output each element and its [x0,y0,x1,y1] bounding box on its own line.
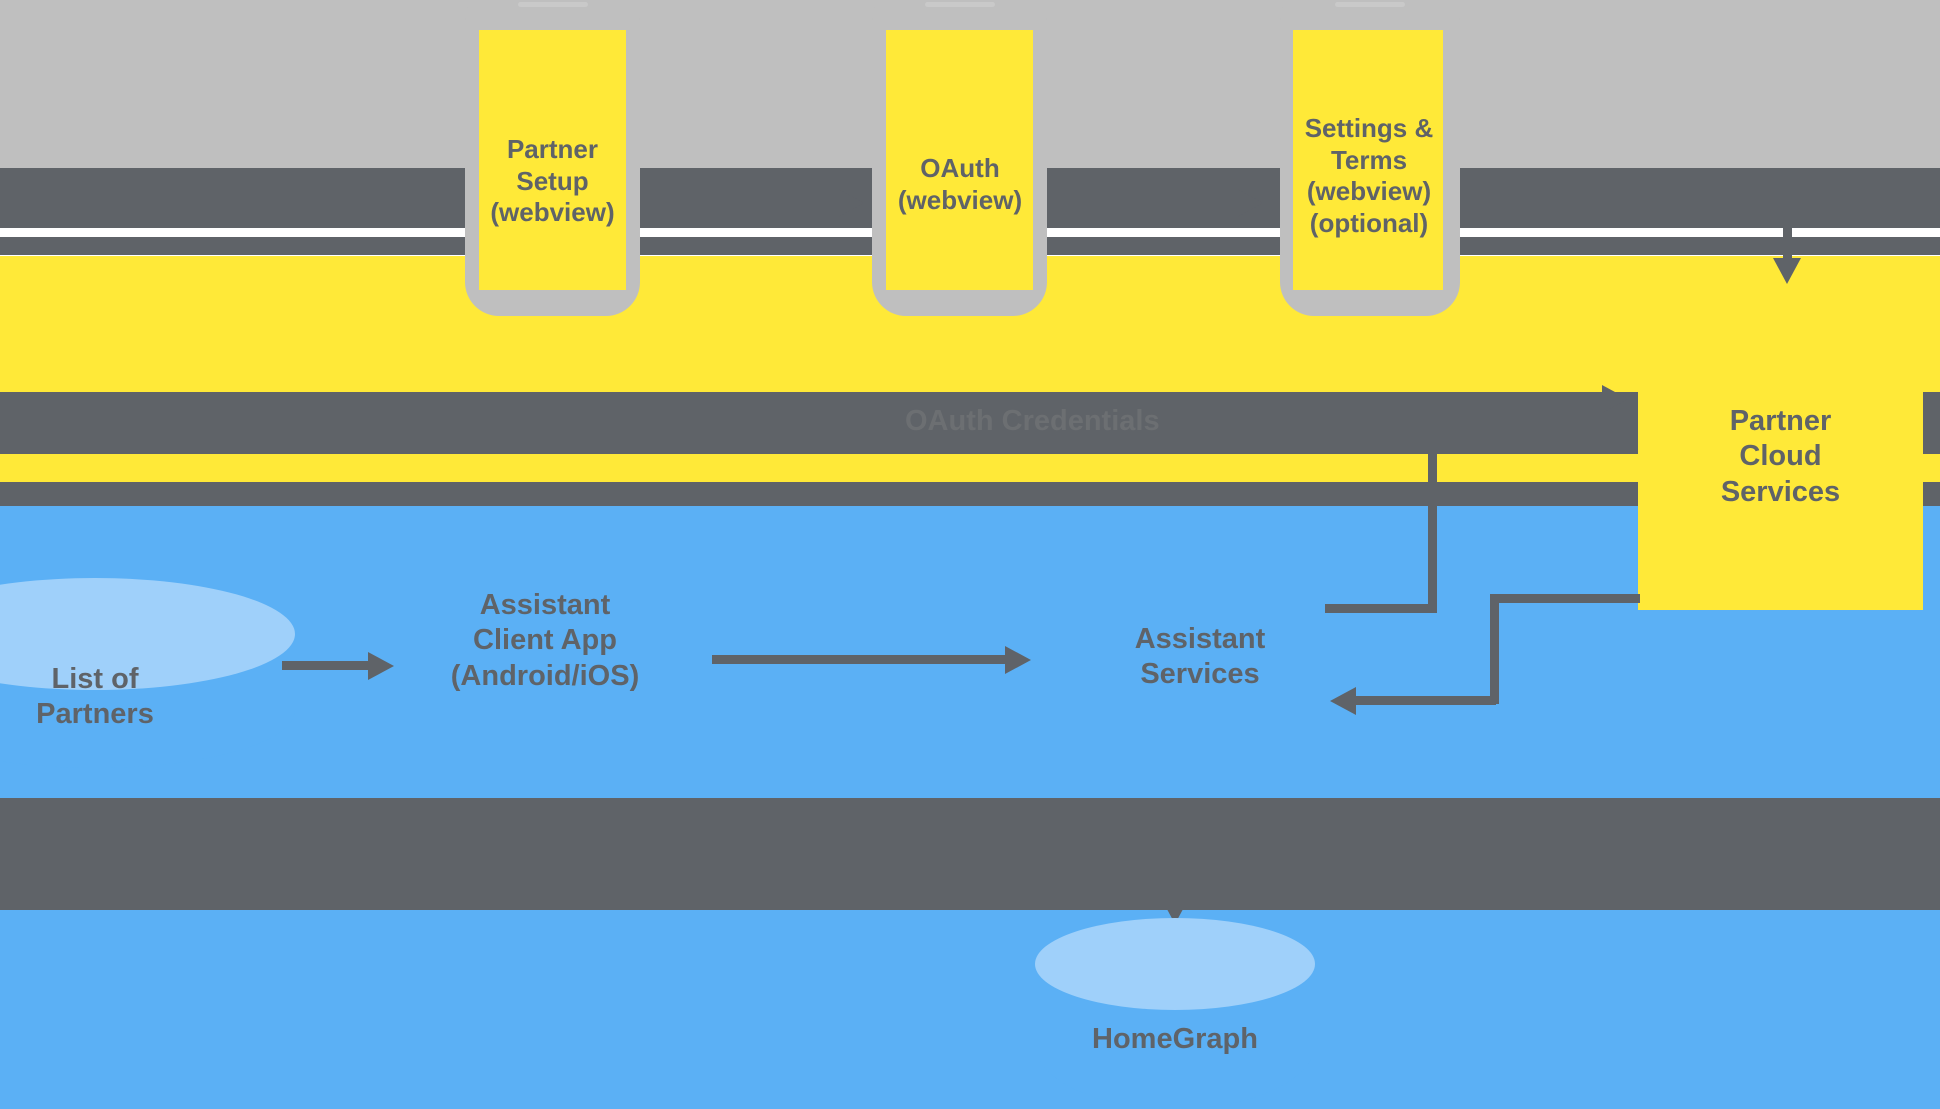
node-list-of-partners-fg[interactable] [0,578,295,768]
arrow-head-assistant-services-to-partner-cloud-fg [1602,385,1628,413]
arrow-assistant-services-to-partner-cloud-vertical-fg [1428,394,1437,608]
webview-screen-oauth-fg[interactable] [886,30,1033,290]
arrow-partners-to-client-app-fg [282,661,372,670]
arrow-head-partners-to-client-app-fg [368,652,394,680]
webview-screen-partner-setup-fg[interactable] [479,30,626,290]
artifact-band [0,798,1940,910]
phone-speaker-icon [1335,2,1405,7]
node-partner-cloud-services-fg[interactable] [1638,310,1923,610]
cylinder-top [1035,918,1315,1010]
edge-label-oauth-credentials: OAuth Credentials [905,405,1160,437]
arrow-settings-to-partner-cloud-vertical-fg [1783,194,1792,266]
arrow-assistant-services-to-homegraph-fg [1170,800,1179,910]
webview-screen-settings-terms-fg[interactable] [1293,30,1443,290]
arrow-settings-to-partner-cloud-fg [1472,194,1792,203]
arrow-partner-cloud-to-assistant-services-top-fg [1490,594,1640,603]
phone-speaker-icon [924,2,995,7]
arrow-partner-cloud-to-assistant-services-bottom-fg [1356,696,1496,705]
node-homegraph-fg[interactable] [1035,918,1315,1109]
arrow-partner-cloud-to-assistant-services-vertical-fg [1490,594,1499,704]
arrow-head-settings-to-partner-cloud-fg [1773,258,1801,284]
arrow-assistant-services-to-partner-cloud-fg [1325,604,1437,613]
arrow-client-app-to-assistant-services-fg [712,655,1012,664]
arrow-head-partner-cloud-to-assistant-services-fg [1330,687,1356,715]
artifact-band [0,910,1940,1109]
arrow-head-partner-setup-to-oauth-fg [838,189,864,217]
edge-label-oauth-credentials-fg: OAuth Credentials [905,405,1160,437]
arrow-head-client-app-to-assistant-services-fg [1005,646,1031,674]
arrow-partner-setup-to-oauth-fg [653,198,843,207]
arrow-head-oauth-to-settings-fg [1237,189,1263,217]
arrow-oauth-to-settings-fg [1060,198,1242,207]
node-assistant-client-app-fg[interactable] [410,508,1470,798]
arrow-assistant-services-to-partner-cloud-top-fg [1428,394,1606,403]
phone-speaker-icon [517,2,588,7]
